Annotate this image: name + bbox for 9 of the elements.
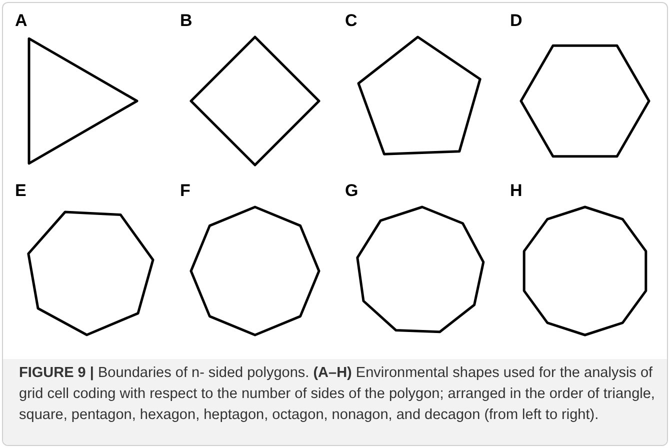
panel-letter: H <box>510 181 522 201</box>
panel-letter: F <box>180 181 190 201</box>
panel-letter: A <box>15 11 28 31</box>
panel-letter: B <box>180 11 192 31</box>
panel-letter: E <box>15 181 26 201</box>
panel-letter: C <box>345 11 358 31</box>
panel-letter: D <box>510 11 522 31</box>
panel-letter: G <box>345 181 358 201</box>
figure-caption: FIGURE 9 | Boundaries of n- sided polygons. (A–H) Environmental shapes used for the analysis of grid cell coding with respect to the number of sides of the polygon; arranged in the order of triangle, square, pentagon, hexagon, heptagon, octagon, nonagon, and decagon (from left to right). <box>19 364 655 425</box>
